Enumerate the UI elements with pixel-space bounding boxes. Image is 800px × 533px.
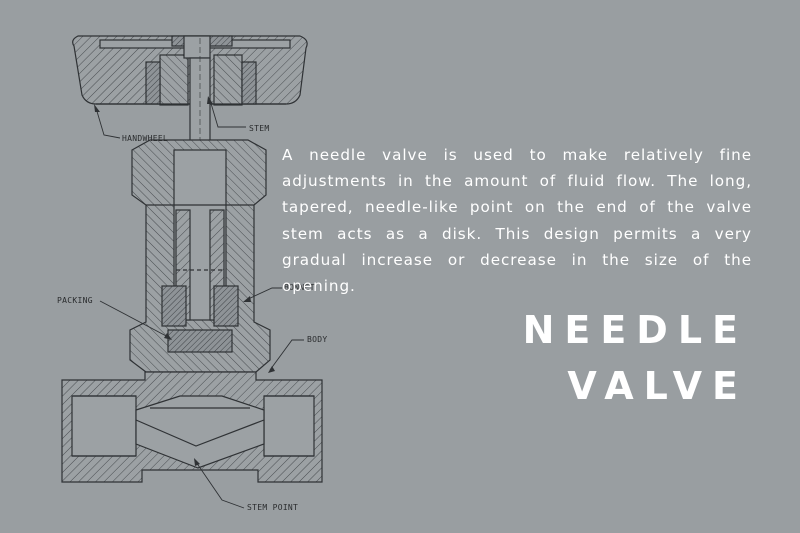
bonnet-label: BONNET	[284, 283, 315, 292]
handwheel-label: HANDWHEEL	[122, 134, 169, 143]
packing-part	[161, 285, 239, 327]
title-line-1: NEEDLE	[522, 308, 748, 352]
bonnet-part	[129, 139, 271, 373]
title-line-2: VALVE	[567, 364, 748, 408]
stem-point-label: STEM POINT	[247, 503, 299, 512]
body-label: BODY	[307, 335, 328, 344]
packing-label: PACKING	[57, 296, 93, 305]
page-title: NEEDLE VALVE	[523, 302, 748, 414]
stem-label: STEM	[249, 124, 270, 133]
valve-body-part	[61, 371, 323, 483]
handwheel-part	[72, 35, 308, 106]
description-text: A needle valve is used to make relativel…	[282, 146, 752, 296]
